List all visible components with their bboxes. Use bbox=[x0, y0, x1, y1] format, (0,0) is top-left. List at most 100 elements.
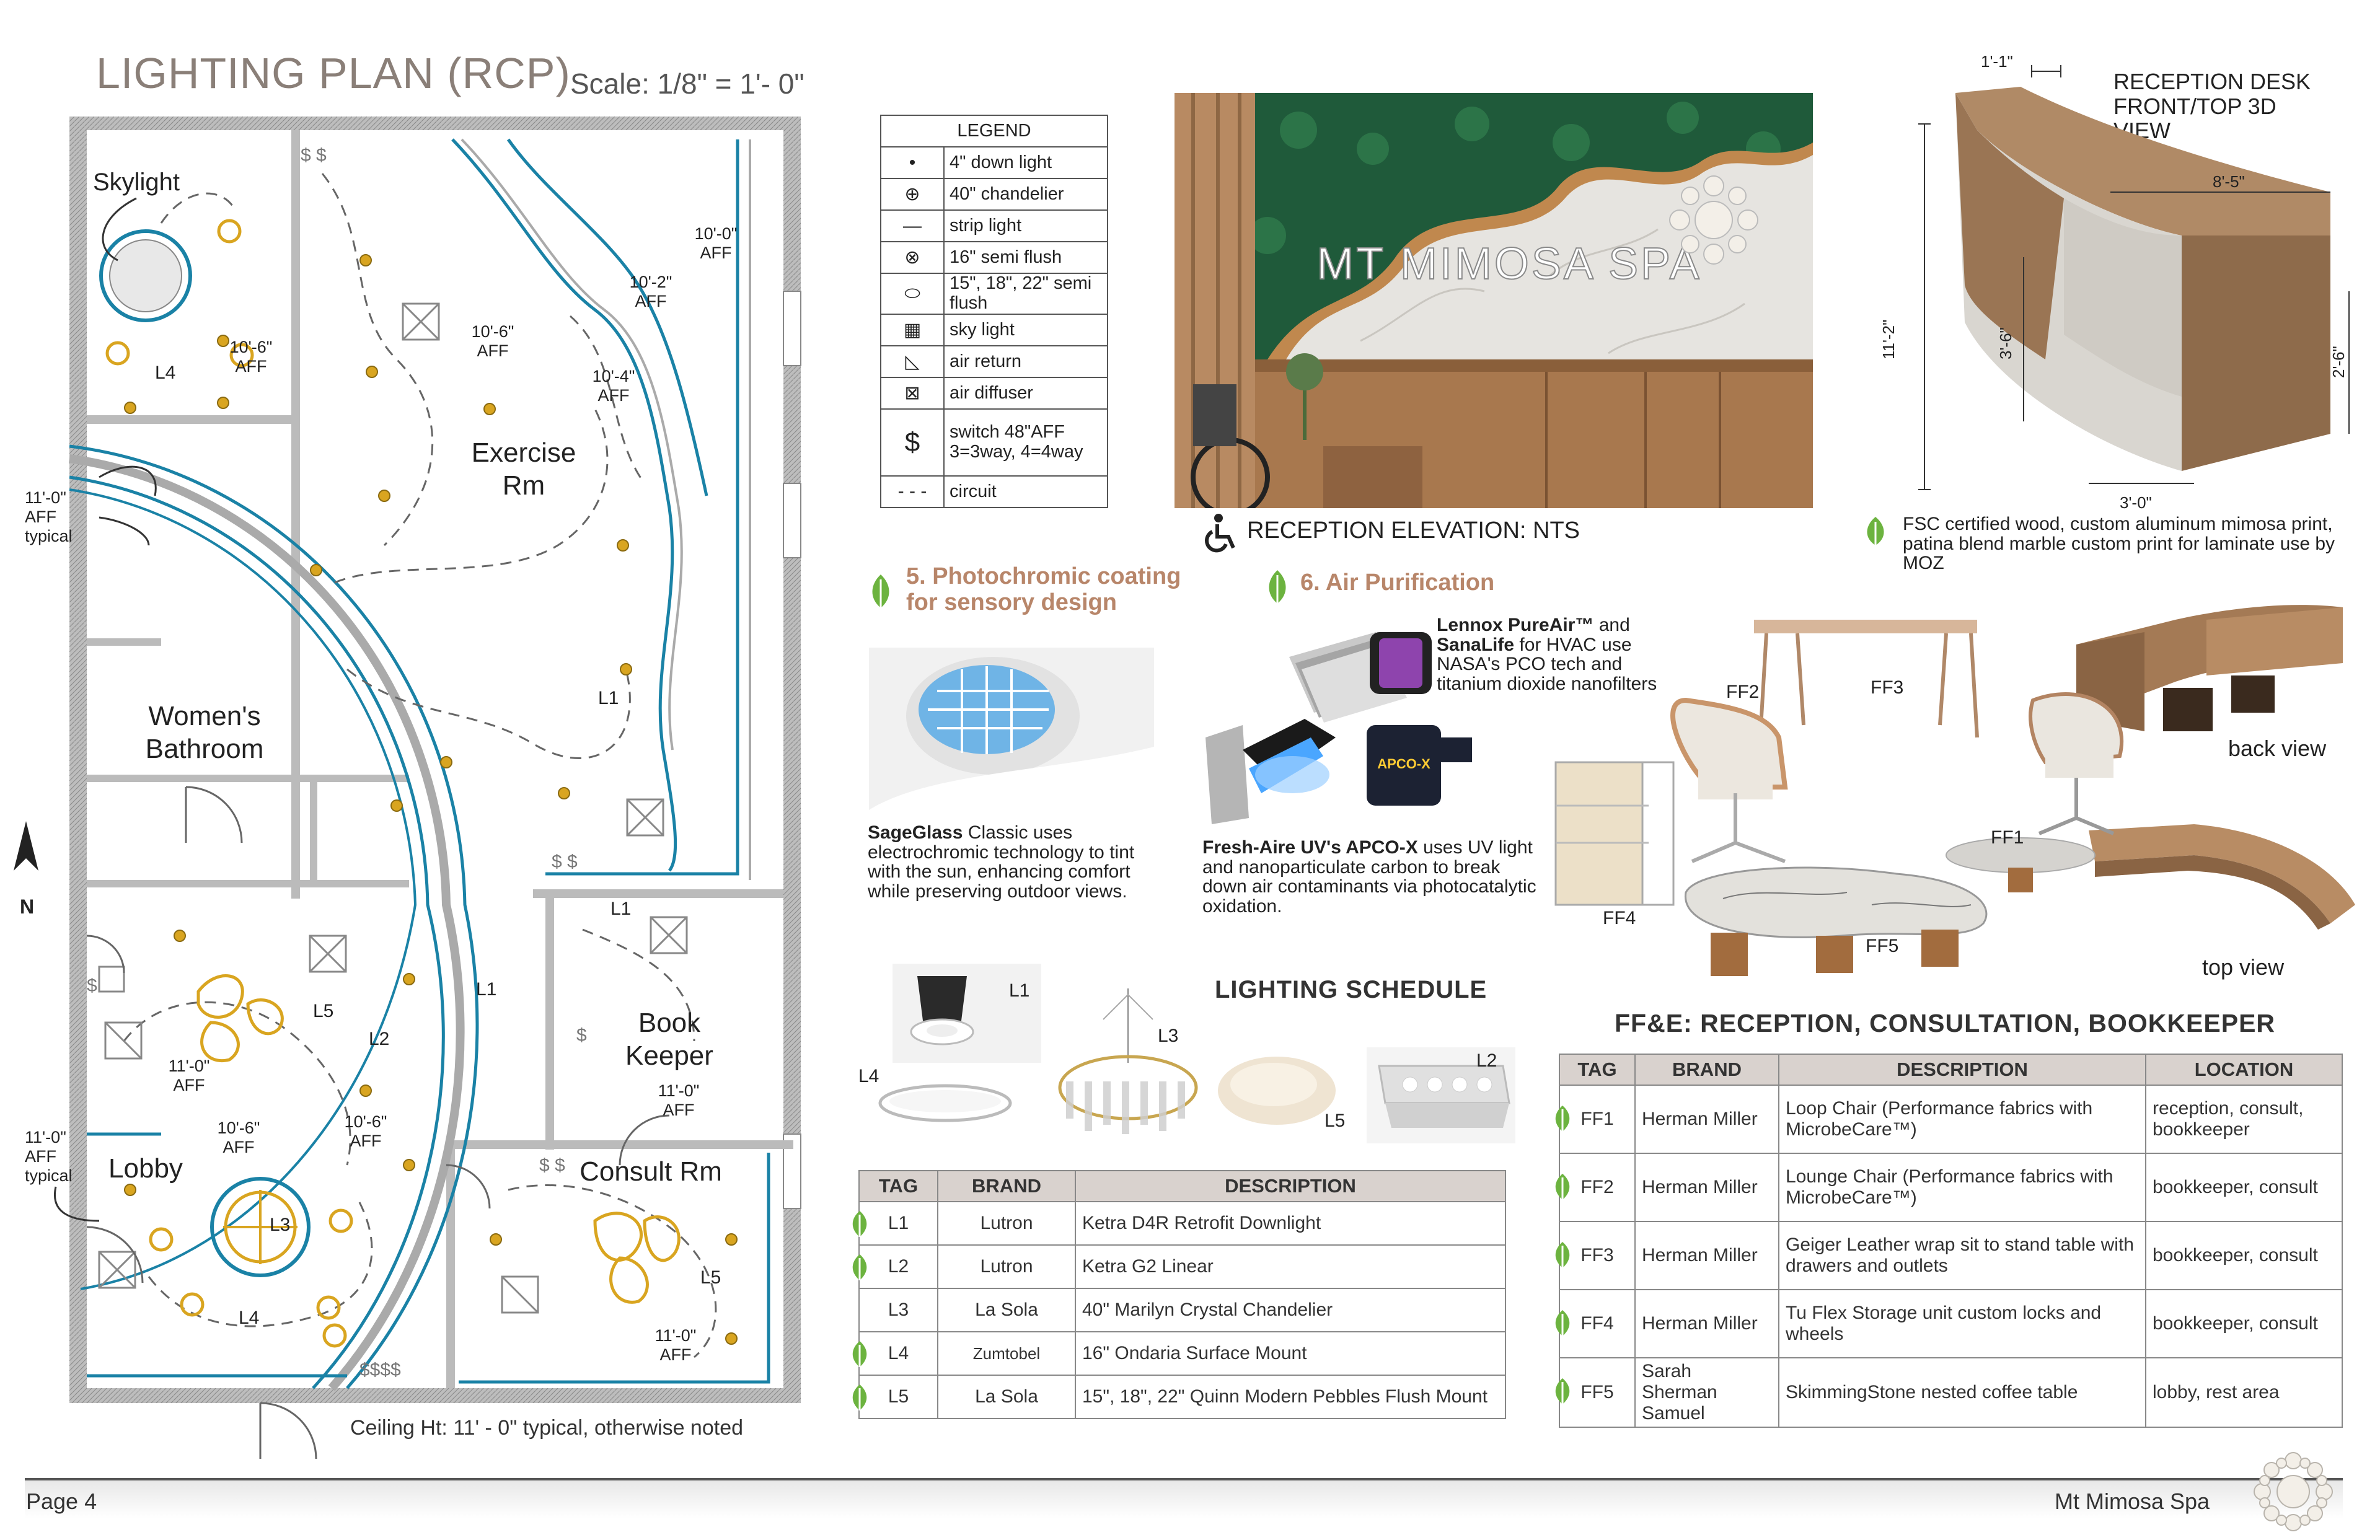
svg-text:$$$$: $$$$ bbox=[359, 1360, 401, 1380]
air-title: 6. Air Purification bbox=[1300, 570, 1495, 596]
switch-icon: $ bbox=[880, 408, 945, 477]
leaf-icon bbox=[1551, 1173, 1574, 1206]
fresh-aire-uv-image: APCO-X bbox=[1205, 719, 1472, 824]
dim-label: 2'-6" bbox=[2329, 346, 2348, 378]
top-view-label: top view bbox=[2202, 954, 2285, 980]
room-lobby: Lobby bbox=[108, 1153, 183, 1184]
reception-elevation: MT MIMOSA SPA bbox=[1175, 93, 1813, 508]
leaf-icon bbox=[1551, 1241, 1574, 1274]
ffe-tag: FF4 bbox=[1603, 908, 1636, 928]
pureair-filter-image bbox=[1289, 632, 1432, 723]
leaf-icon bbox=[1551, 1104, 1574, 1138]
schedule-image-tag: L5 bbox=[1324, 1111, 1346, 1131]
room-exercise: Exercise Rm bbox=[471, 438, 576, 501]
fixture-tag: L2 bbox=[369, 1029, 390, 1049]
l3-chandelier-image bbox=[1058, 988, 1198, 1134]
chandelier-icon: ⊕ bbox=[880, 178, 945, 211]
ffe-tag: FF3 bbox=[1871, 677, 1904, 698]
table-row: L2 Lutron Ketra G2 Linear bbox=[852, 1244, 1506, 1289]
schedule-image-tag: L4 bbox=[858, 1066, 879, 1086]
apco-device-label: APCO-X bbox=[1377, 756, 1430, 772]
lighting-schedule-title: LIGHTING SCHEDULE bbox=[1215, 976, 1488, 1003]
height-label: 11'-0" AFF bbox=[168, 1057, 210, 1095]
exercise-west-wall bbox=[291, 130, 300, 899]
col-header: TAG bbox=[1559, 1054, 1636, 1086]
l1-downlight-image bbox=[892, 964, 1041, 1063]
legend-row: ◺air return bbox=[880, 345, 1108, 378]
dim-label: 11'-2" bbox=[1879, 320, 1898, 359]
height-label: 11'-0" AFF typical bbox=[25, 488, 73, 546]
l2-linear-image bbox=[1367, 1047, 1515, 1143]
col-header: LOCATION bbox=[2145, 1054, 2343, 1086]
schedule-image-tag: L1 bbox=[1009, 980, 1030, 1001]
leaf-icon bbox=[868, 573, 894, 614]
room-consult: Consult Rm bbox=[580, 1156, 722, 1187]
lighting-schedule-table: TAG BRAND DESCRIPTION L1 Lutron Ketra D4… bbox=[852, 1170, 1506, 1419]
back-view-label: back view bbox=[2228, 736, 2327, 761]
wheelchair-icon bbox=[1202, 513, 1240, 553]
l4-ondaria-image bbox=[878, 1084, 1012, 1122]
air-diffuser-icon: ⊠ bbox=[880, 376, 945, 410]
table-row: L1 Lutron Ketra D4R Retrofit Downlight bbox=[852, 1201, 1506, 1246]
ceiling-note: Ceiling Ht: 11' - 0" typical, otherwise … bbox=[350, 1416, 744, 1440]
fixture-tag: L5 bbox=[313, 1001, 334, 1021]
height-label: 10'-6" AFF bbox=[217, 1119, 260, 1157]
room-book-keeper: Book Keeper bbox=[625, 1008, 713, 1071]
legend-row: ⊠air diffuser bbox=[880, 376, 1108, 410]
svg-text:$ $: $ $ bbox=[301, 145, 327, 165]
pebble-fixture-icon: ⬭ bbox=[880, 273, 945, 315]
table-row: L4 Zumtobel 16" Ondaria Surface Mount bbox=[852, 1331, 1506, 1376]
leaf-icon bbox=[1862, 516, 1889, 551]
desk-note: FSC certified wood, custom aluminum mimo… bbox=[1903, 514, 2335, 573]
sageglass-text: SageGlass Classic uses electrochromic te… bbox=[868, 822, 1135, 902]
table-row: FF3 Herman Miller Geiger Leather wrap si… bbox=[1555, 1221, 2343, 1290]
legend-row: ⬭15", 18", 22" semi flush bbox=[880, 273, 1108, 315]
schedule-image-tag: L2 bbox=[1476, 1050, 1497, 1071]
svg-text:$ $: $ $ bbox=[552, 851, 578, 872]
footer-shadow bbox=[25, 1481, 2343, 1518]
dim-label: 3'-0" bbox=[2120, 493, 2152, 512]
height-label: 11'-0" AFF typical bbox=[25, 1128, 73, 1186]
leaf-icon bbox=[848, 1210, 871, 1243]
desk-3d-view: 1'-1" 8'-5" 11'-2" 3'-6" 2'-6" 3'-0" bbox=[1879, 52, 2350, 512]
height-label: 10'-4" AFF bbox=[592, 367, 635, 405]
leaf-icon bbox=[1551, 1377, 1574, 1410]
legend-title: LEGEND bbox=[880, 115, 1108, 147]
ffe-images bbox=[1554, 620, 2124, 976]
table-row: FF2 Herman Miller Lounge Chair (Performa… bbox=[1555, 1153, 2343, 1222]
plan-scale: Scale: 1/8" = 1'- 0" bbox=[570, 68, 804, 100]
legend-row: - - -circuit bbox=[880, 475, 1108, 508]
fixture-tag: L1 bbox=[610, 899, 632, 919]
legend-row: •4" down light bbox=[880, 146, 1108, 179]
height-label: 10'-6" AFF bbox=[471, 322, 514, 361]
fixture-tag: L1 bbox=[476, 979, 497, 1000]
col-header: TAG bbox=[858, 1170, 938, 1202]
floor-plan: $ $$ $$ $ $$$$$$ bbox=[14, 117, 801, 1459]
col-header: DESCRIPTION bbox=[1778, 1054, 2146, 1086]
legend-row: —strip light bbox=[880, 209, 1108, 242]
legend-row: ▦sky light bbox=[880, 313, 1108, 346]
col-header: DESCRIPTION bbox=[1075, 1170, 1506, 1202]
leaf-icon bbox=[1264, 569, 1290, 609]
col-header: BRAND bbox=[1634, 1054, 1779, 1086]
svg-text:$: $ bbox=[87, 975, 97, 996]
circuit-icon: - - - bbox=[880, 475, 945, 508]
fixture-tag: L4 bbox=[155, 363, 176, 383]
l5-pebble-image bbox=[1218, 1057, 1336, 1125]
sageglass-image bbox=[869, 648, 1154, 810]
table-row: FF5 Sarah Sherman Samuel SkimmingStone n… bbox=[1555, 1357, 2343, 1428]
height-label: 10'-2" AFF bbox=[629, 273, 672, 311]
semi-flush-icon: ⊗ bbox=[880, 241, 945, 274]
elevation-caption: RECEPTION ELEVATION: NTS bbox=[1247, 517, 1580, 543]
legend-row: ⊗16" semi flush bbox=[880, 241, 1108, 274]
room-womens-bathroom: Women's Bathroom bbox=[145, 701, 264, 764]
south-wall bbox=[69, 1388, 801, 1403]
height-label: 11'-0" AFF bbox=[658, 1081, 700, 1120]
dim-label: 1'-1" bbox=[1981, 52, 2013, 71]
north-wall bbox=[69, 117, 801, 130]
leaf-icon bbox=[848, 1383, 871, 1417]
ffe-title: FF&E: RECEPTION, CONSULTATION, BOOKKEEPE… bbox=[1615, 1009, 2276, 1037]
schedule-image-tag: L3 bbox=[1158, 1026, 1179, 1046]
mimosa-logo bbox=[2254, 1452, 2333, 1531]
air-return-icon: ◺ bbox=[880, 345, 945, 378]
